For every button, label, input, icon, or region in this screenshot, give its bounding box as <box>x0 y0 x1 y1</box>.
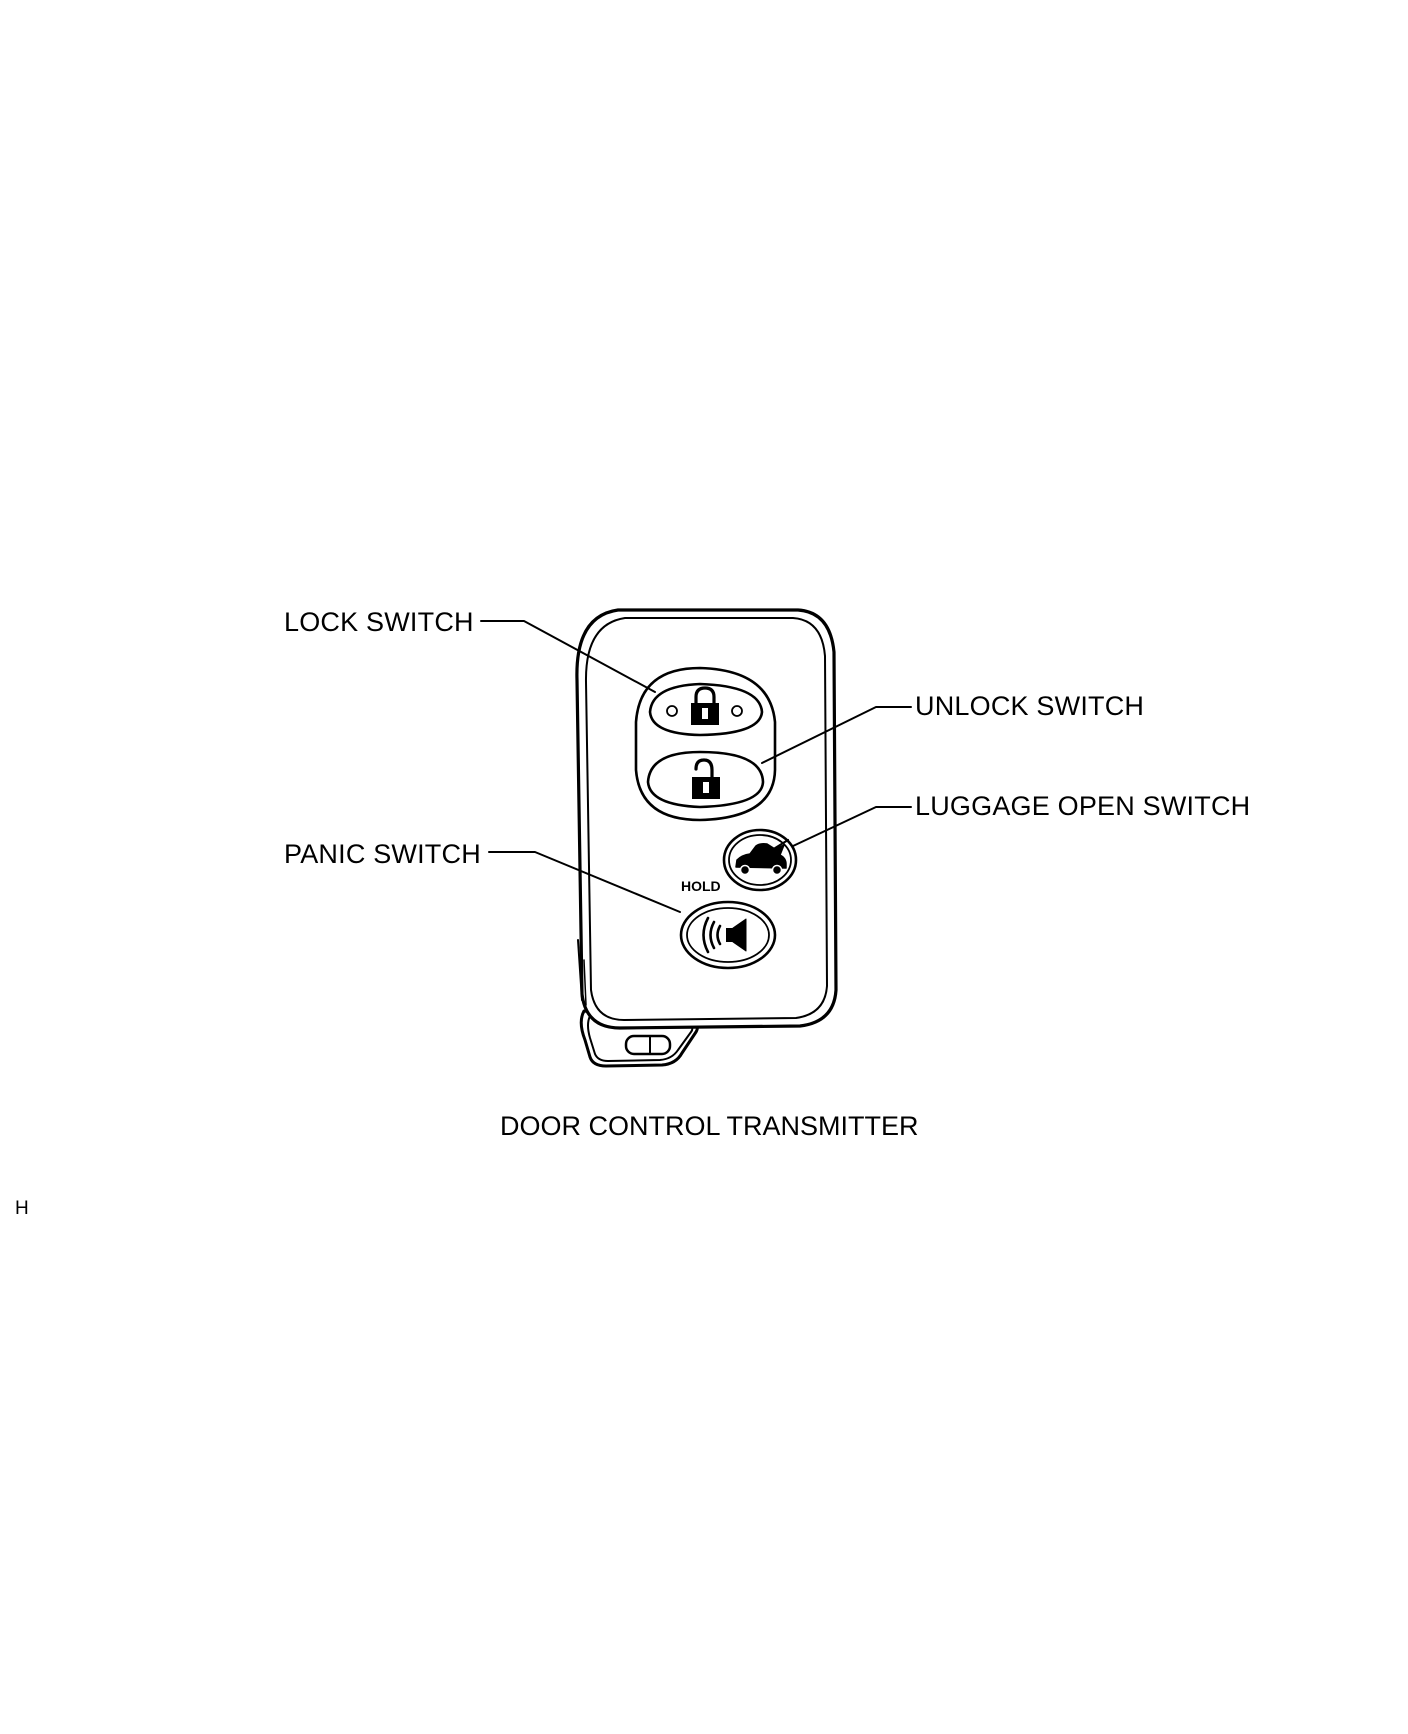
lock-closed-icon <box>691 686 719 725</box>
luggage-switch-leader <box>792 806 912 847</box>
diagram-caption: DOOR CONTROL TRANSMITTER <box>500 1111 919 1141</box>
figure-code: H <box>15 1198 29 1219</box>
transmitter-body-inner <box>584 617 828 1021</box>
panic-switch-label: PANIC SWITCH <box>284 839 481 869</box>
hold-label: HOLD <box>681 878 721 894</box>
indicator-led-left <box>666 705 678 717</box>
leader-lines <box>480 620 912 913</box>
panic-button[interactable] <box>679 900 777 970</box>
panic-switch-leader <box>488 851 681 913</box>
lock-open-icon <box>692 758 720 799</box>
alarm-horn-icon <box>702 916 747 954</box>
lock-button[interactable] <box>648 682 764 737</box>
luggage-open-switch-label: LUGGAGE OPEN SWITCH <box>915 791 1251 821</box>
car-trunk-icon <box>735 838 790 876</box>
indicator-led-right <box>731 705 743 717</box>
luggage-open-button[interactable] <box>722 828 798 892</box>
unlock-switch-label: UNLOCK SWITCH <box>915 691 1145 721</box>
lock-switch-label: LOCK SWITCH <box>284 607 474 637</box>
unlock-button[interactable] <box>646 750 765 809</box>
key-slot <box>624 1034 672 1056</box>
unlock-switch-leader <box>761 706 912 764</box>
lock-switch-leader <box>480 620 656 693</box>
lock-unlock-cluster-housing <box>634 666 777 822</box>
